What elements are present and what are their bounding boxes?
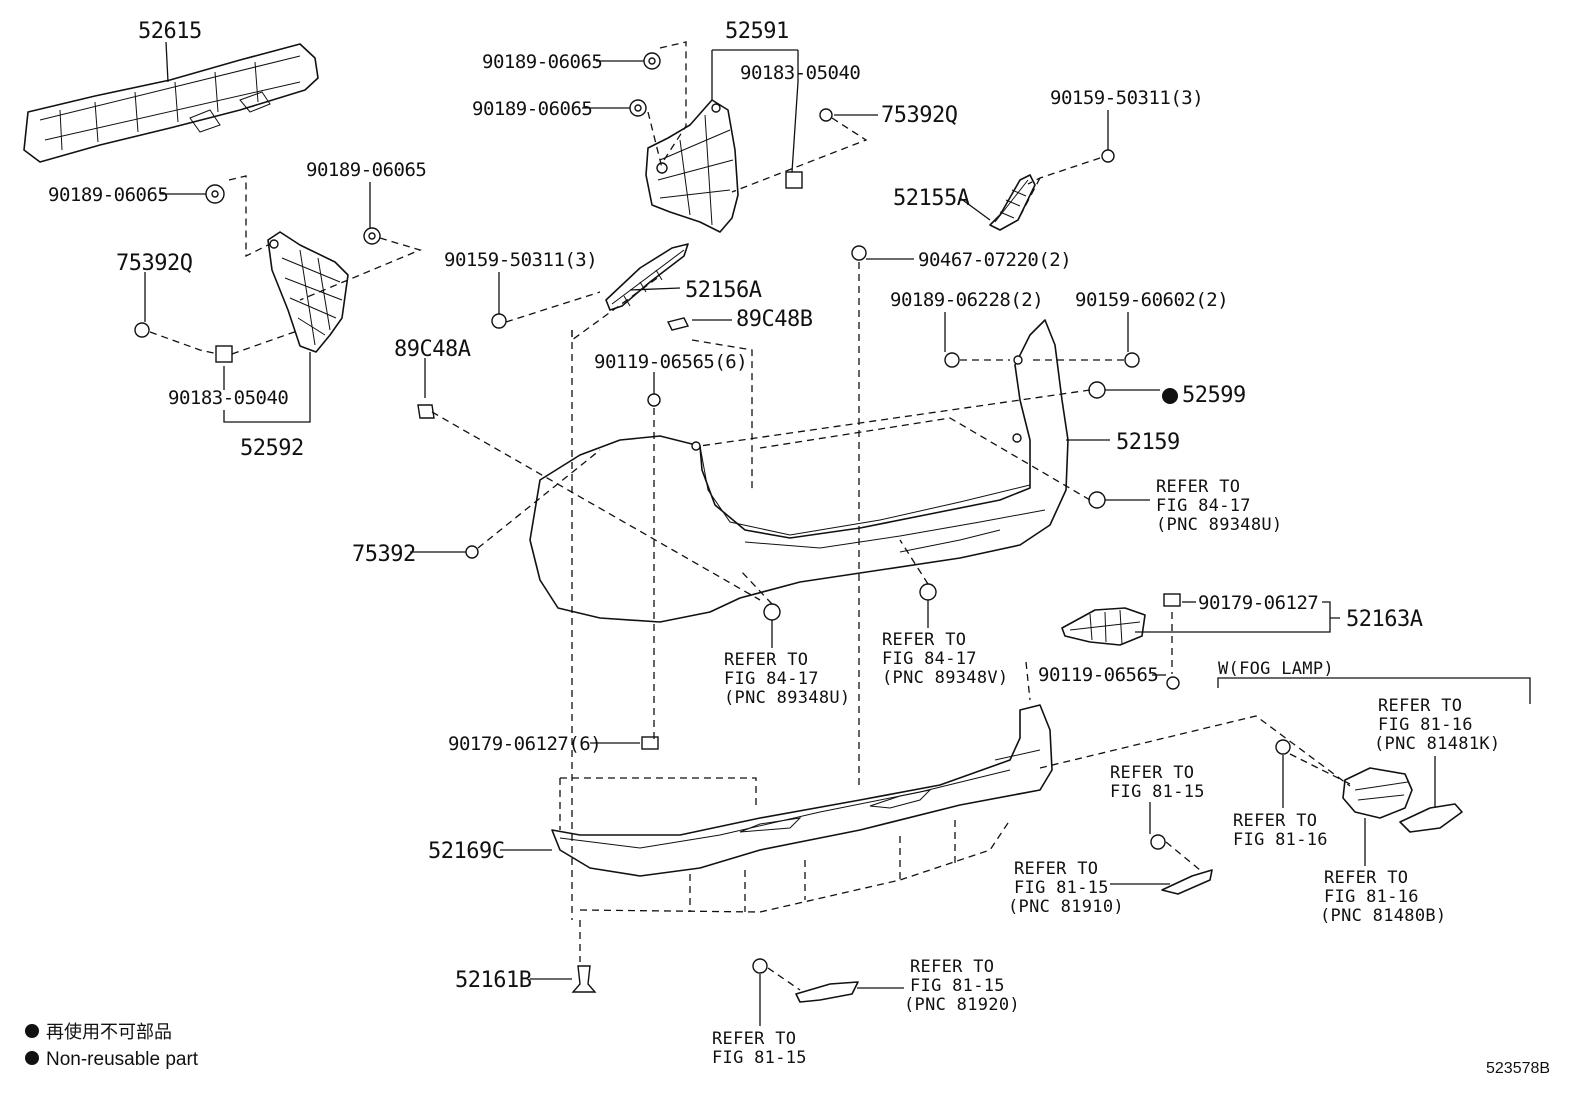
svg-text:FIG 81-16: FIG 81-16 (1324, 887, 1419, 907)
refer-note-89348U-right: REFER TO FIG 84-17 (PNC 89348U) (1156, 477, 1282, 535)
label-90189-06065-b: 90189-06065 (472, 98, 592, 120)
svg-text:(PNC 89348V): (PNC 89348V) (882, 668, 1008, 688)
refer-note-81910: REFER TO FIG 81-15 (PNC 81910) (1008, 859, 1124, 917)
svg-text:(PNC 81481K): (PNC 81481K) (1374, 734, 1500, 754)
svg-text:FIG 84-17: FIG 84-17 (882, 649, 977, 669)
label-90189-06065-a: 90189-06065 (482, 51, 602, 73)
reflector-81910 (1161, 869, 1213, 895)
svg-text:REFER TO: REFER TO (1156, 477, 1240, 497)
label-90159-50311-a: 90159-50311(3) (1050, 87, 1203, 109)
legend-japanese: 再使用不可部品 (46, 1022, 172, 1043)
label-90159-60602: 90159-60602(2) (1075, 289, 1228, 311)
refer-to-notes: REFER TO FIG 84-17 (PNC 89348U) REFER TO… (712, 477, 1500, 1068)
legend-dot-icon (25, 1024, 39, 1038)
label-90119-06565: 90119-06565 (1038, 664, 1158, 686)
label-90467-07220: 90467-07220(2) (918, 249, 1071, 271)
label-52163A: 52163A (1346, 607, 1423, 632)
svg-text:REFER TO: REFER TO (1014, 859, 1098, 879)
dashed-assembly-lines (149, 41, 1351, 991)
label-90119-06565-6: 90119-06565(6) (594, 351, 747, 373)
label-75392Q-b: 75392Q (116, 251, 192, 276)
label-90189-06065-c: 90189-06065 (48, 184, 168, 206)
rear-bumper-reinforcement-52615 (23, 43, 319, 163)
svg-text:FIG 81-15: FIG 81-15 (910, 976, 1005, 996)
refer-note-fig-81-15-upper: REFER TO FIG 81-15 (1110, 763, 1205, 802)
svg-text:REFER TO: REFER TO (1233, 811, 1317, 831)
bumper-retainer-52591 (645, 99, 739, 233)
legend-dot-icon (25, 1051, 39, 1065)
label-75392: 75392 (352, 542, 416, 567)
label-90183-05040-a: 90183-05040 (740, 62, 860, 84)
svg-text:REFER TO: REFER TO (1324, 868, 1408, 888)
refer-note-fig-81-15-lower: REFER TO FIG 81-15 (712, 1029, 807, 1068)
label-52159: 52159 (1116, 430, 1180, 455)
svg-text:REFER TO: REFER TO (712, 1029, 796, 1049)
svg-text:FIG 81-15: FIG 81-15 (712, 1048, 807, 1068)
label-89C48A: 89C48A (394, 337, 471, 362)
bumper-bracket-52156A (605, 243, 689, 311)
label-90179-06127-6: 90179-06127(6) (448, 733, 601, 755)
label-89C48B: 89C48B (736, 307, 813, 332)
svg-text:REFER TO: REFER TO (882, 630, 966, 650)
svg-text:REFER TO: REFER TO (724, 650, 808, 670)
label-90189-06228: 90189-06228(2) (890, 289, 1043, 311)
refer-note-81920: REFER TO FIG 81-15 (PNC 81920) (904, 957, 1020, 1015)
fog-lamp-lens (1399, 803, 1463, 833)
svg-text:FIG 84-17: FIG 84-17 (724, 669, 819, 689)
label-75392Q-a: 75392Q (881, 103, 957, 128)
legend-non-reusable: Non-reusable part (46, 1049, 199, 1070)
label-52156A: 52156A (685, 278, 762, 303)
svg-text:FIG 81-16: FIG 81-16 (1378, 715, 1473, 735)
legend: 再使用不可部品 Non-reusable part (25, 1022, 199, 1070)
svg-text:REFER TO: REFER TO (1110, 763, 1194, 783)
refer-note-89348U-center: REFER TO FIG 84-17 (PNC 89348U) (724, 650, 850, 708)
label-90183-05040-b: 90183-05040 (168, 387, 288, 409)
svg-text:FIG 81-16: FIG 81-16 (1233, 830, 1328, 850)
refer-note-81480B: REFER TO FIG 81-16 (PNC 81480B) (1320, 868, 1446, 926)
rear-bumper-lower-52169C (551, 704, 1053, 877)
refer-note-81481K: REFER TO FIG 81-16 (PNC 81481K) (1374, 696, 1500, 754)
label-52591: 52591 (725, 19, 789, 44)
bumper-retainer-52592 (267, 231, 349, 353)
svg-text:(PNC 81910): (PNC 81910) (1008, 897, 1124, 917)
fog-lamp-housing (1342, 767, 1413, 819)
refer-note-fig-81-16: REFER TO FIG 81-16 (1233, 811, 1328, 850)
label-52615: 52615 (138, 19, 202, 44)
svg-text:(PNC 81920): (PNC 81920) (904, 995, 1020, 1015)
label-fog-lamp-option: W(FOG LAMP) (1218, 659, 1334, 679)
label-52169C: 52169C (428, 839, 504, 864)
bracket-52163A (1061, 607, 1146, 646)
svg-text:(PNC 89348U): (PNC 89348U) (1156, 515, 1282, 535)
label-90179-06127: 90179-06127 (1198, 592, 1318, 614)
non-reusable-marker-52599 (1162, 388, 1178, 404)
label-52161B: 52161B (455, 968, 532, 993)
label-90189-06065-d: 90189-06065 (306, 159, 426, 181)
svg-text:(PNC 89348U): (PNC 89348U) (724, 688, 850, 708)
svg-text:REFER TO: REFER TO (910, 957, 994, 977)
reflector-81920 (795, 981, 859, 1003)
svg-text:FIG 84-17: FIG 84-17 (1156, 496, 1251, 516)
svg-text:FIG 81-15: FIG 81-15 (1110, 782, 1205, 802)
svg-text:FIG 81-15: FIG 81-15 (1014, 878, 1109, 898)
label-52599: 52599 (1182, 383, 1246, 408)
label-52155A: 52155A (893, 186, 970, 211)
label-52592: 52592 (240, 436, 304, 461)
diagram-code: 523578B (1486, 1060, 1550, 1077)
svg-text:(PNC 81480B): (PNC 81480B) (1320, 906, 1446, 926)
leader-lines (144, 41, 1531, 1026)
part-number-labels: 52615 52591 90189-06065 90183-05040 9018… (48, 19, 1423, 993)
label-90159-50311-b: 90159-50311(3) (444, 249, 597, 271)
fasteners (134, 52, 1291, 993)
refer-note-89348V: REFER TO FIG 84-17 (PNC 89348V) (882, 630, 1008, 688)
rear-bumper-cover-52159 (529, 319, 1069, 623)
svg-text:REFER TO: REFER TO (1378, 696, 1462, 716)
